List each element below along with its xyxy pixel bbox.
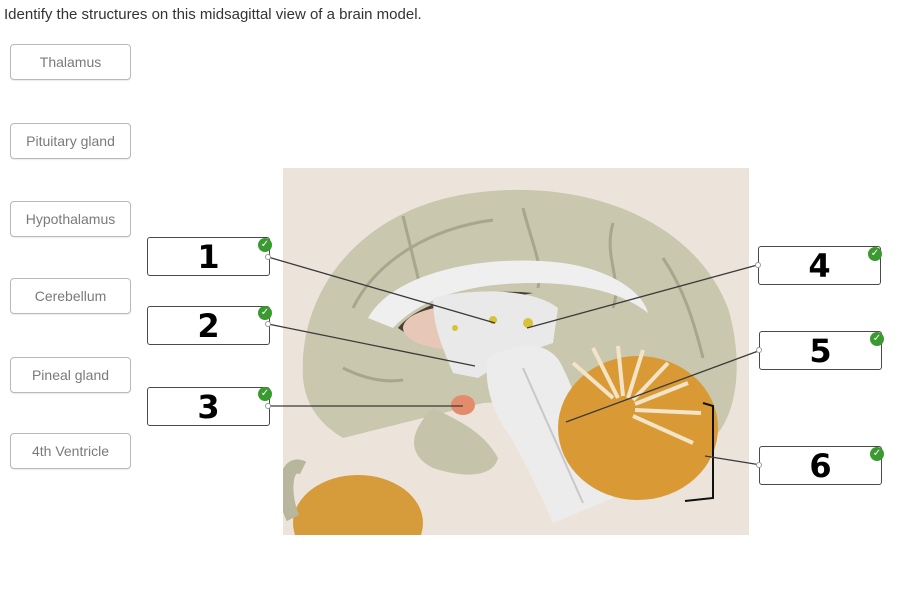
chip-pineal-gland[interactable]: Pineal gland	[10, 357, 131, 393]
brain-model-image	[283, 168, 749, 535]
target-number: 1	[197, 237, 220, 276]
check-circle-icon: ✓	[870, 332, 884, 346]
drop-target-6[interactable]: 6	[759, 446, 882, 485]
drop-target-2[interactable]: 2	[147, 306, 270, 345]
chip-cerebellum[interactable]: Cerebellum	[10, 278, 131, 314]
check-circle-icon: ✓	[258, 238, 272, 252]
target-number: 2	[197, 306, 220, 345]
drop-target-5[interactable]: 5	[759, 331, 882, 370]
target-anchor	[755, 262, 761, 268]
check-circle-icon: ✓	[258, 387, 272, 401]
chip-hypothalamus[interactable]: Hypothalamus	[10, 201, 131, 237]
target-anchor	[756, 462, 762, 468]
target-anchor	[265, 403, 271, 409]
target-number: 3	[197, 387, 220, 426]
check-circle-icon: ✓	[258, 306, 272, 320]
chip-thalamus[interactable]: Thalamus	[10, 44, 131, 80]
target-number: 5	[809, 331, 832, 370]
target-anchor	[265, 254, 271, 260]
target-number: 4	[808, 246, 831, 285]
question-prompt: Identify the structures on this midsagit…	[4, 6, 422, 23]
drop-target-4[interactable]: 4	[758, 246, 881, 285]
drop-target-1[interactable]: 1	[147, 237, 270, 276]
chip-4th-ventricle[interactable]: 4th Ventricle	[10, 433, 131, 469]
target-number: 6	[809, 446, 832, 485]
check-circle-icon: ✓	[868, 247, 882, 261]
chip-pituitary-gland[interactable]: Pituitary gland	[10, 123, 131, 159]
target-anchor	[265, 321, 271, 327]
drop-target-3[interactable]: 3	[147, 387, 270, 426]
check-circle-icon: ✓	[870, 447, 884, 461]
target-anchor	[756, 347, 762, 353]
